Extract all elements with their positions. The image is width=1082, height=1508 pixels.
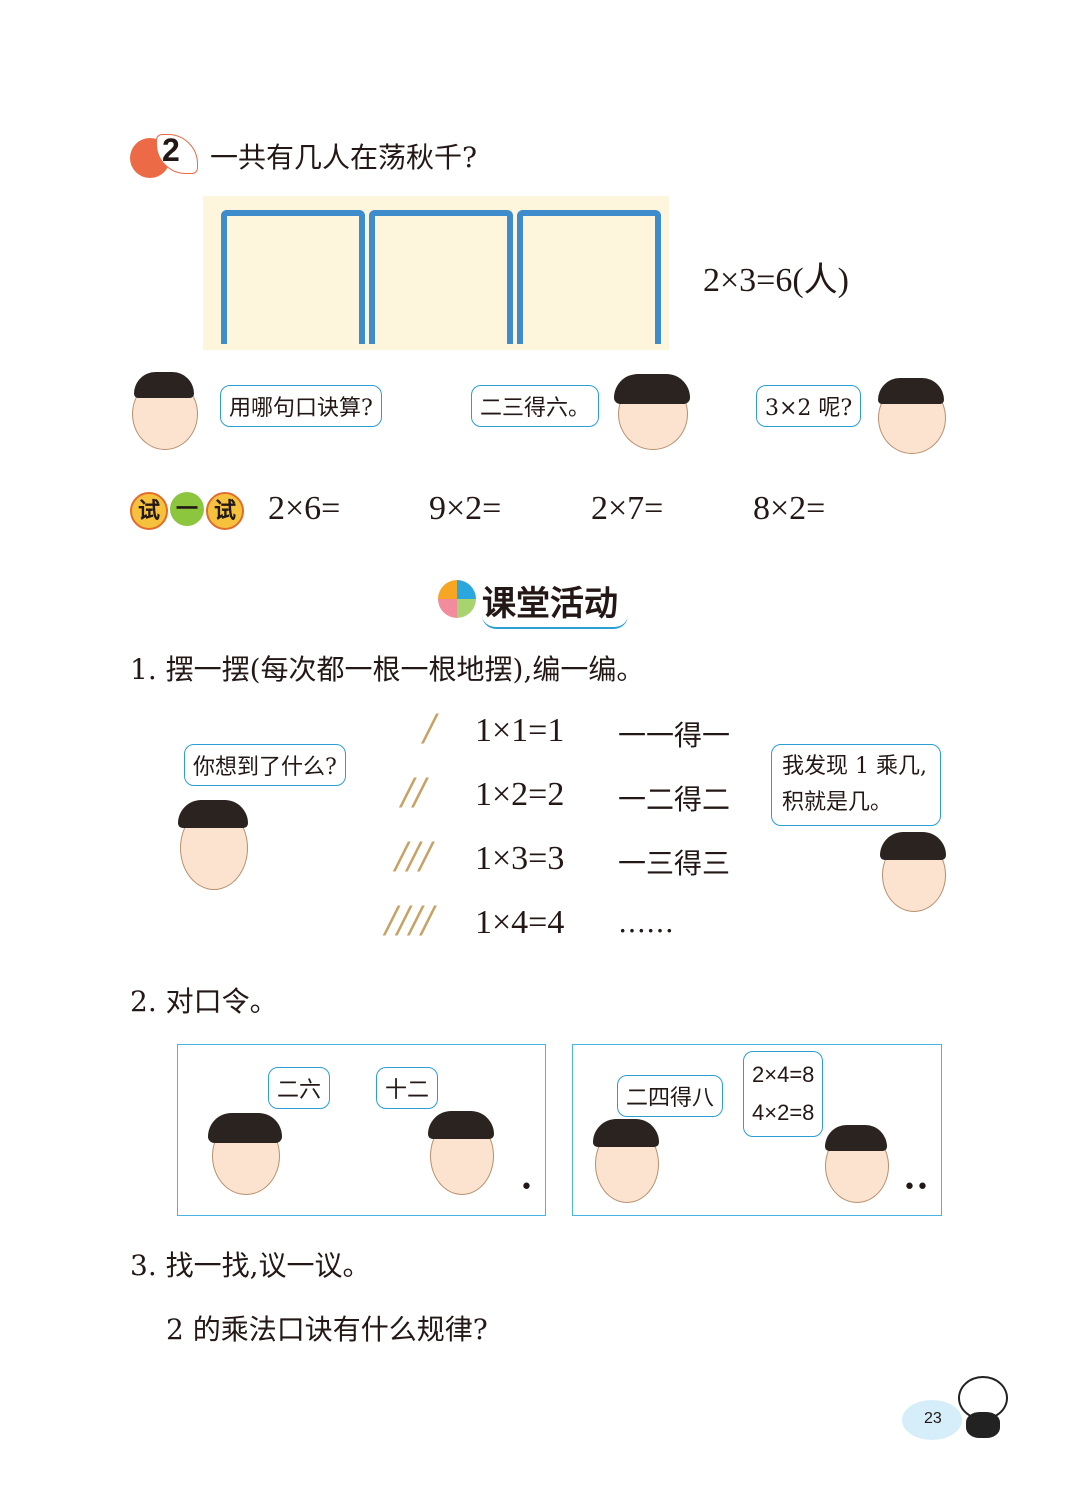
dialogue-box-left: 二六 十二 • [177,1044,546,1216]
page-number-cloud [902,1400,962,1440]
question-3-sub: 2 的乘法口诀有什么规律? [166,1313,488,1346]
speech-bubble: 3×2 呢? [756,385,862,427]
equation: 1×1=1 [475,712,565,749]
dialogue-box-right: 二四得八 2×4=8 4×2=8 •• [572,1044,942,1216]
sticks: /// [395,836,432,877]
swing-illustration [203,196,669,350]
equation: 1×2=2 [475,776,565,813]
try-problem: 9×2= [429,490,502,527]
question-3: 3. 找一找,议一议。 [130,1249,371,1282]
activity-title: 课堂活动 [482,576,628,629]
sticks: / [423,708,436,749]
speech-bubble: 十二 [376,1067,439,1109]
example-number: 2 [162,132,180,168]
speech-bubble: 用哪句口诀算? [220,385,382,427]
try-badge: 试 一 试 [130,492,244,530]
speech-bubble: 二六 [268,1067,331,1109]
equation: 1×4=4 [475,904,565,941]
try-problem: 2×7= [591,490,664,527]
try-problem: 2×6= [268,490,341,527]
speech-bubble: 2×4=8 4×2=8 [743,1051,824,1137]
speech-bubble: 二四得八 [617,1075,724,1117]
speech-bubble: 我发现 1 乘几, 积就是几。 [771,744,941,826]
question-1: 1. 摆一摆(每次都一根一根地摆),编一编。 [130,653,645,686]
rhyme: 一二得二 [618,783,731,816]
rhyme: 一三得三 [618,847,731,880]
question-2: 2. 对口令。 [130,985,278,1018]
example-question: 一共有几人在荡秋千? [210,141,478,174]
ellipsis-dots: • [520,1175,533,1200]
pepper-number-icon: 2 [130,132,200,180]
rhyme: …… [618,906,674,939]
equation: 1×3=3 [475,840,565,877]
rhyme: 一一得一 [618,719,731,752]
speech-bubble: 二三得六。 [471,385,600,427]
ellipsis-dots: •• [903,1175,929,1200]
try-problem: 8×2= [753,490,826,527]
page-number: 23 [924,1410,942,1427]
example-equation: 2×3=6(人) [703,262,849,299]
sticks: // [401,772,426,813]
pinwheel-icon [438,580,476,618]
speech-bubble: 你想到了什么? [184,744,346,786]
sticks: //// [385,900,434,941]
